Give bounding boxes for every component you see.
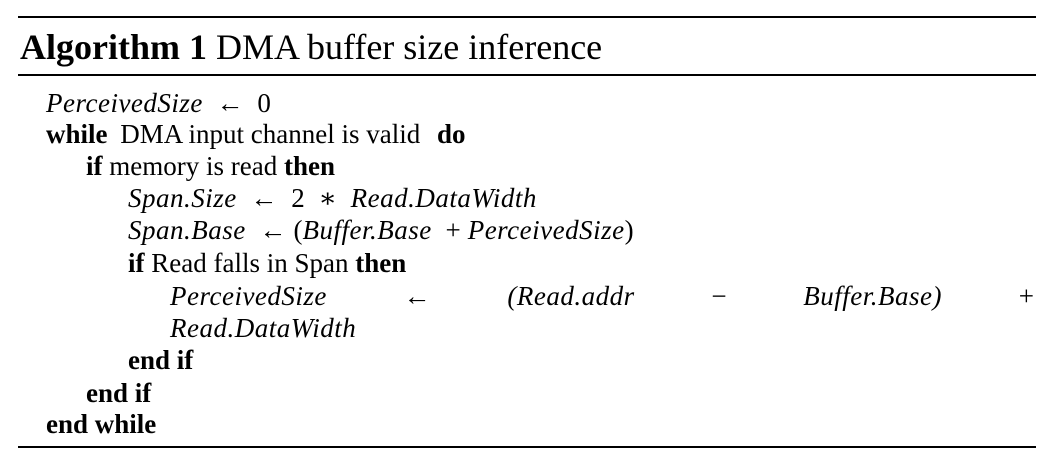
var-span-base: Span.Base [128,215,246,245]
algo-line-3: if memory is read then [86,150,335,182]
algorithm-label: Algorithm 1 [20,27,207,67]
algo-line-7: PerceivedSize ← (Read.addr − Buffer.Base… [170,280,1034,312]
algo-line-4: Span.Size ← 2 ∗ Read.DataWidth [128,182,537,214]
algo-line-8: Read.DataWidth [170,312,356,344]
expr-buffer-base: Buffer.Base) [803,281,942,311]
multiply-operator: ∗ [318,183,337,213]
if-condition: memory is read [109,151,278,181]
keyword-if: if [128,248,145,278]
expr-read-datawidth: Read.DataWidth [170,313,357,343]
algo-line-1: PerceivedSize ← 0 [46,87,271,119]
var-perceived-size: PerceivedSize [46,88,203,118]
algo-line-2: while DMA input channel is valid do [46,118,466,150]
if-condition: Read falls in Span [151,248,349,278]
bottom-rule [18,446,1036,448]
algo-line-end-if-outer: end if [86,378,152,408]
algorithm-title: Algorithm 1 DMA buffer size inference [20,21,602,73]
var-perceived-size: PerceivedSize [170,281,327,311]
algorithm-block: Algorithm 1 DMA buffer size inference Pe… [18,10,1036,450]
algo-line-6: if Read falls in Span then [128,247,406,279]
keyword-do: do [436,119,466,149]
expr-perceived-size: PerceivedSize [467,215,625,245]
while-condition: DMA input channel is valid [120,119,421,149]
right-paren: ) [624,215,634,245]
header-rule [18,74,1036,76]
multiplier: 2 [291,183,305,213]
plus-operator: + [445,215,461,245]
algo-line-end-if-inner: end if [128,345,194,375]
expr-buffer-base: Buffer.Base [302,215,432,245]
assign-arrow: ← [250,183,278,213]
init-value: 0 [257,88,271,118]
keyword-then: then [355,248,407,278]
keyword-then: then [283,151,335,181]
algo-line-5: Span.Base ←(Buffer.Base +PerceivedSize) [128,214,634,246]
var-span-size: Span.Size [128,183,237,213]
left-paren: ( [293,215,303,245]
top-rule [18,16,1036,18]
keyword-while: while [46,119,108,149]
minus-operator: − [711,281,727,311]
assign-arrow: ← [259,215,287,245]
expr-read-datawidth: Read.DataWidth [350,183,537,213]
expr-read-addr: (Read.addr [507,281,635,311]
plus-operator: + [1018,281,1034,311]
algo-line-end-while: end while [46,409,157,439]
keyword-if: if [86,151,103,181]
assign-arrow: ← [216,88,244,118]
algorithm-title-text: DMA buffer size inference [215,27,603,67]
assign-arrow: ← [403,281,431,311]
